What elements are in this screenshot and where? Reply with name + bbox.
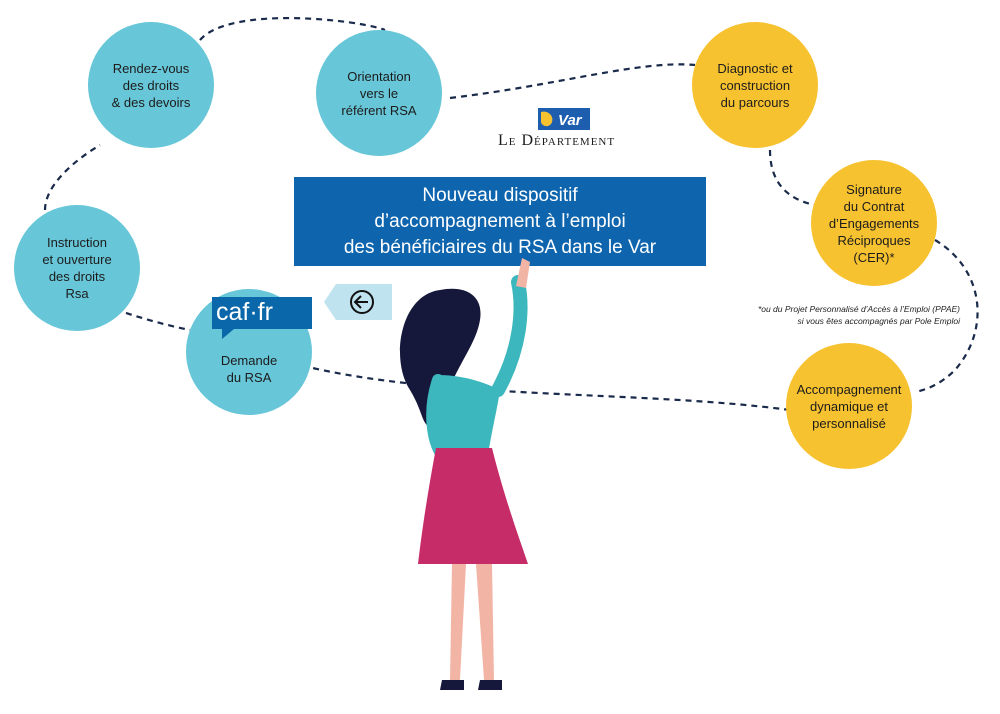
step-instruction: Instruction et ouverture des droits Rsa — [14, 205, 140, 331]
department-text: Le Département — [498, 132, 616, 149]
step-demande-label: Demande du RSA — [220, 353, 278, 385]
step-signature: Signature du Contrat d’Engagements Récip… — [811, 160, 937, 286]
step-rendez-vous-label: Rendez-vous des droits & des devoirs — [111, 60, 191, 110]
step-instruction-label: Instruction et ouverture des droits Rsa — [42, 235, 112, 301]
title-text: Nouveau dispositif d’accompagnement à l’… — [343, 184, 657, 258]
var-logo-text: Var — [558, 112, 583, 129]
step-orientation: Orientation vers le référent RSA — [316, 30, 442, 156]
caf-logo — [212, 297, 312, 339]
step-accompagnement: Accompagnement dynamique et personnalisé — [786, 343, 912, 469]
back-arrow-tab[interactable] — [324, 284, 392, 320]
step-accompagnement-label: Accompagnement dynamique et personnalisé — [796, 381, 902, 431]
step-rendez-vous: Rendez-vous des droits & des devoirs — [88, 22, 214, 148]
step-diagnostic: Diagnostic et construction du parcours — [692, 22, 818, 148]
step-orientation-label: Orientation vers le référent RSA — [341, 68, 417, 118]
woman-pointing-illustration — [400, 258, 530, 690]
caf-logo-text: caf·fr — [216, 298, 273, 326]
title-banner: Nouveau dispositif d’accompagnement à l’… — [294, 177, 706, 266]
footnote: *ou du Projet Personnalisé d’Accès à l’E… — [757, 304, 960, 326]
step-signature-label: Signature du Contrat d’Engagements Récip… — [828, 181, 920, 265]
var-department-logo: Var — [538, 108, 590, 130]
step-diagnostic-label: Diagnostic et construction du parcours — [717, 60, 793, 110]
